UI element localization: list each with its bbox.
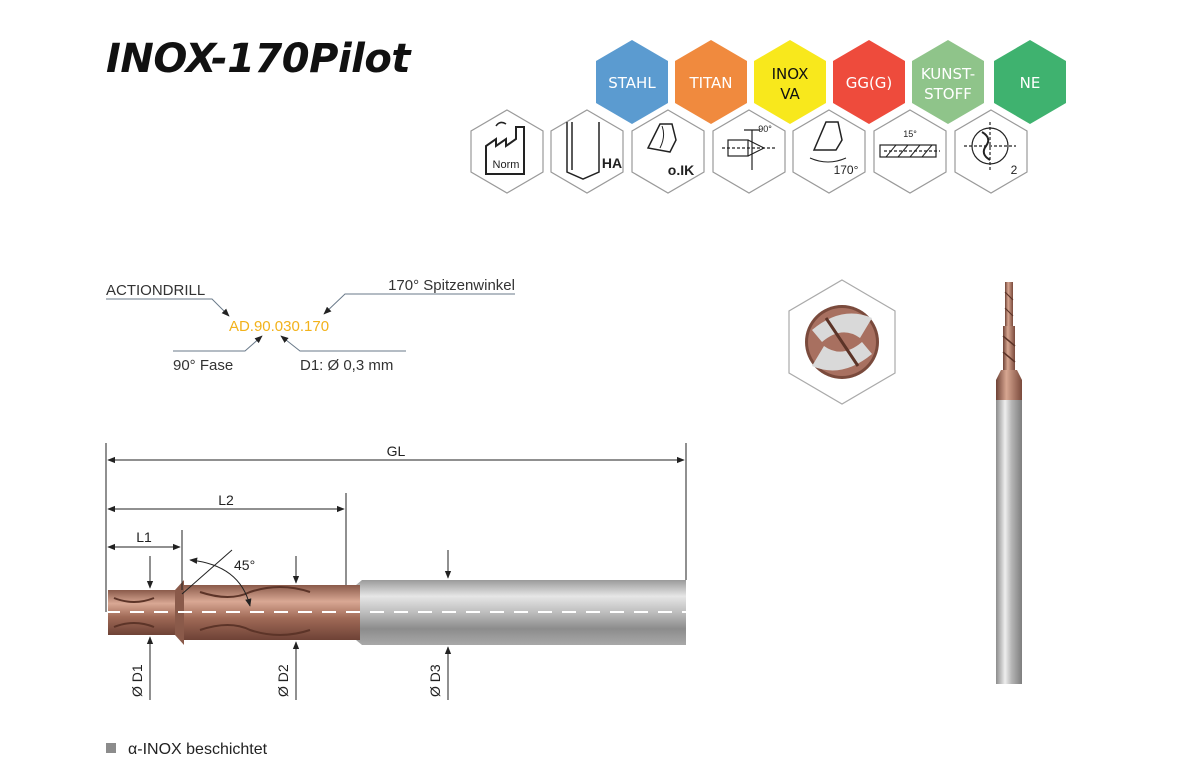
chamfer-90-icon: 90°: [722, 124, 776, 170]
material-kunststoff: KUNST- STOFF: [912, 40, 984, 124]
material-ne: NE: [994, 40, 1066, 124]
dim-d2: Ø D2: [275, 664, 291, 697]
shank-ha-icon: HA: [566, 122, 622, 180]
dim-gl: GL: [387, 443, 406, 459]
dim-l2: L2: [218, 492, 234, 508]
coating-note-text: α-INOX beschichtet: [128, 741, 268, 758]
property-icons: [470, 109, 1028, 194]
helix-angle-icon-label: 15°: [903, 129, 917, 139]
technical-drawing: GL L2 L1 45° Ø D1 Ø D2 Ø D3: [105, 443, 687, 700]
dim-d3: Ø D3: [427, 664, 443, 697]
shank-ha-icon-label: HA: [602, 155, 622, 171]
chamfer-label: 90° Fase: [173, 357, 233, 374]
material-titan-label: TITAN: [688, 74, 732, 92]
helix-angle-icon: 15°: [879, 129, 940, 158]
no-internal-coolant-icon: o.IK: [646, 123, 694, 178]
cross-section-view: [788, 279, 896, 405]
material-va-label: VA: [780, 85, 800, 103]
point-angle-icon: 170°: [809, 121, 859, 177]
point-angle-label: 170° Spitzenwinkel: [388, 277, 515, 294]
chamfer-90-icon-label: 90°: [758, 124, 772, 134]
material-ne-label: NE: [1020, 74, 1041, 92]
material-inox-label: INOX: [772, 65, 809, 83]
article-code: AD.90.030.170: [229, 318, 329, 335]
coating-note: α-INOX beschichtet: [106, 741, 267, 759]
two-flute-icon-label: 2: [1011, 163, 1018, 177]
material-kunststoff-label-2: STOFF: [924, 85, 972, 103]
material-inox-va: INOX VA: [754, 40, 826, 124]
material-gg-label: GG(G): [846, 74, 893, 92]
dim-angle: 45°: [234, 557, 255, 573]
material-hexagons: STAHL TITAN INOX VA GG(G) KUNST- STOFF N…: [596, 40, 1066, 124]
diameter-label: D1: Ø 0,3 mm: [300, 357, 393, 374]
dim-l1: L1: [136, 529, 152, 545]
material-gg: GG(G): [833, 40, 905, 124]
factory-icon: Norm: [485, 121, 525, 175]
product-photo-vertical: [996, 282, 1022, 684]
material-stahl-label: STAHL: [608, 74, 656, 92]
material-kunststoff-label-1: KUNST-: [921, 65, 975, 83]
dim-d1: Ø D1: [129, 664, 145, 697]
two-flute-icon: 2: [964, 122, 1018, 177]
material-stahl: STAHL: [596, 40, 668, 124]
product-title: INOX-170Pilot: [106, 36, 410, 82]
no-internal-coolant-icon-label: o.IK: [668, 162, 694, 178]
material-titan: TITAN: [675, 40, 747, 124]
factory-icon-label: Norm: [493, 159, 520, 171]
brand-label: ACTIONDRILL: [106, 282, 205, 299]
code-annotation: ACTIONDRILL 170° Spitzenwinkel AD.90.030…: [106, 277, 515, 374]
bullet-square: [106, 743, 116, 753]
point-angle-icon-label: 170°: [834, 163, 859, 177]
